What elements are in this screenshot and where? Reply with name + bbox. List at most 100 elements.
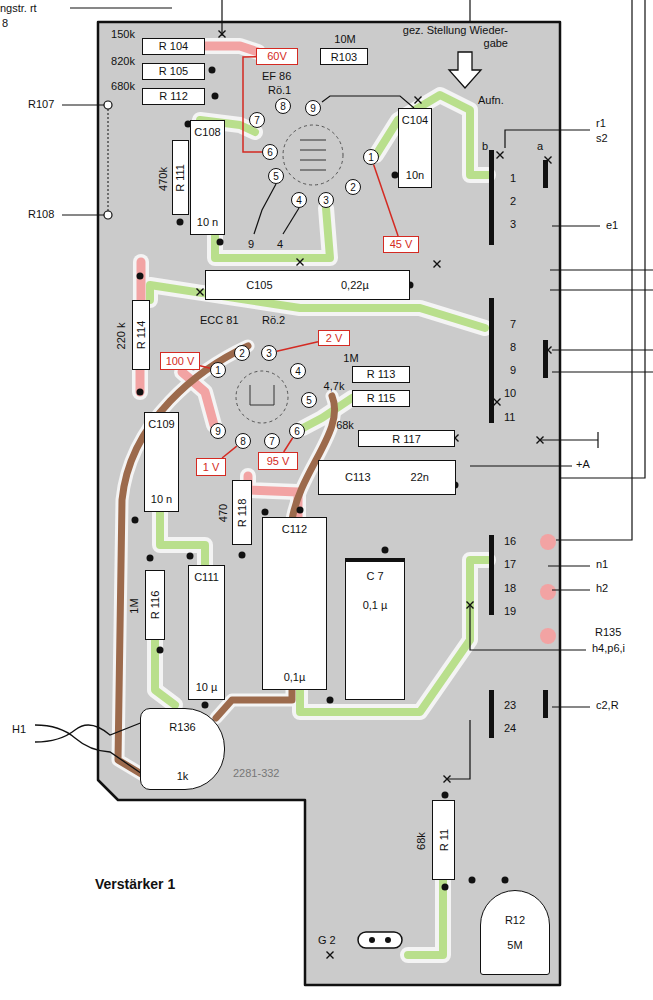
capacitor-body: C10410n: [398, 108, 432, 188]
board-label: R107: [28, 98, 54, 111]
brown-shield-wire: [216, 396, 335, 718]
component-label: R136: [169, 721, 195, 734]
solder-pad: [187, 553, 194, 560]
component-label: R12: [505, 914, 525, 927]
board-label: Rö.2: [262, 314, 285, 327]
red-pad: [540, 534, 556, 550]
trace-insulation: [216, 396, 335, 718]
resistor-body: 68kR 11: [432, 800, 455, 880]
wire: [469, 0, 470, 22]
board-label: ECC 81: [200, 314, 239, 327]
pin-number: 6: [294, 425, 300, 438]
pin-number: 1: [368, 151, 374, 164]
resistor-body: 820kR 105: [142, 63, 205, 80]
solder-pad: [209, 67, 216, 74]
tube-pin: 5: [268, 168, 284, 184]
cross-mark: [297, 259, 304, 266]
component-value: 1M: [343, 351, 358, 364]
cross-mark: [434, 261, 441, 268]
tube-pin: 3: [318, 192, 334, 208]
resistor-body: 470kR 111: [172, 140, 189, 215]
board-label: 1: [510, 172, 516, 185]
component-label: R 11: [437, 829, 450, 851]
solder-pad: [137, 389, 144, 396]
potentiometer-body: R136 1k: [140, 708, 225, 790]
solder-pad: [442, 792, 449, 799]
component-label: C108: [194, 126, 220, 139]
pin-number: 2: [350, 181, 356, 194]
wire: [322, 96, 414, 108]
tube-pin: 4: [290, 363, 306, 379]
cross-mark: [327, 952, 334, 959]
resistor-body: 68kR 117: [358, 430, 455, 447]
voltage-callout: 100 V: [160, 352, 200, 370]
capacitor-body: C1120,1µ: [262, 517, 327, 690]
green-trace: [215, 208, 330, 258]
trace-insulation: [215, 208, 330, 258]
solder-pad: [132, 517, 139, 524]
solder-pad: [327, 697, 334, 704]
pin-number: 5: [306, 394, 312, 407]
pin-number: 9: [310, 102, 316, 115]
tube-pin: 8: [275, 98, 291, 114]
board-label: gez. Stellung Wieder- gabe: [390, 24, 508, 50]
pin-number: 9: [215, 425, 221, 438]
solder-pad: [297, 507, 304, 514]
board-label: 24: [504, 722, 516, 735]
wire: [70, 7, 172, 8]
voltage-value: 1 V: [203, 461, 220, 474]
resistor-body: 680kR 112: [142, 88, 205, 105]
cross-mark: [219, 31, 226, 38]
solder-pad: [137, 273, 144, 280]
capacitor-body: C1050,22µ: [205, 270, 410, 300]
tube-electrode: [250, 385, 274, 405]
tube-pin: 1: [363, 149, 379, 165]
board-label: 8: [2, 17, 8, 30]
solder-pad: [262, 509, 269, 516]
board-label: h2: [596, 582, 608, 595]
component-value: 470k: [156, 167, 169, 191]
board-label: Aufn.: [478, 94, 504, 107]
test-point: [104, 101, 112, 109]
tube-socket: [283, 125, 343, 185]
component-label: C113: [345, 471, 370, 484]
resistor-body: 150kR 104: [142, 38, 205, 55]
wire: [70, 0, 653, 779]
tube-pin: 3: [261, 345, 277, 361]
cross-mark: [497, 152, 504, 159]
leader-line: [62, 215, 104, 216]
resistor-body: 1MR 116: [145, 570, 165, 640]
solder-pad: [502, 877, 509, 884]
pin-number: 4: [295, 365, 301, 378]
resistor-body: 10MR103: [320, 48, 368, 65]
voltage-leader: [200, 366, 210, 368]
resistor-body: 1MR 113: [352, 366, 410, 383]
switch-contact-bar: [543, 160, 548, 188]
lamp-socket: [385, 937, 391, 943]
green-trace: [150, 95, 488, 955]
board-label: 4: [277, 238, 283, 251]
cross-mark: [197, 31, 552, 959]
board-label: h4,p6,i: [592, 642, 625, 655]
green-trace: [155, 640, 175, 705]
solder-pad: [132, 67, 509, 891]
component-value: 5M: [507, 939, 522, 952]
solder-pad: [239, 552, 246, 559]
pin-number: 8: [280, 100, 286, 113]
switch-contact-bar: [489, 298, 494, 423]
tube-pin: 2: [345, 179, 361, 195]
board-label: ngstr. rt: [0, 2, 37, 15]
pin-number: 3: [323, 194, 329, 207]
component-value: 0,1 µ: [363, 599, 388, 612]
voltage-leaders: [200, 57, 398, 458]
resistor-body: 4,7kR 115: [352, 390, 410, 407]
board-label: EF 86: [262, 70, 291, 83]
voltage-callout: 45 V: [383, 236, 419, 253]
wire: [550, 269, 653, 270]
switch-contact-bar: [489, 690, 494, 738]
tube-pin: 2: [234, 345, 250, 361]
component-value: 1k: [177, 770, 189, 783]
